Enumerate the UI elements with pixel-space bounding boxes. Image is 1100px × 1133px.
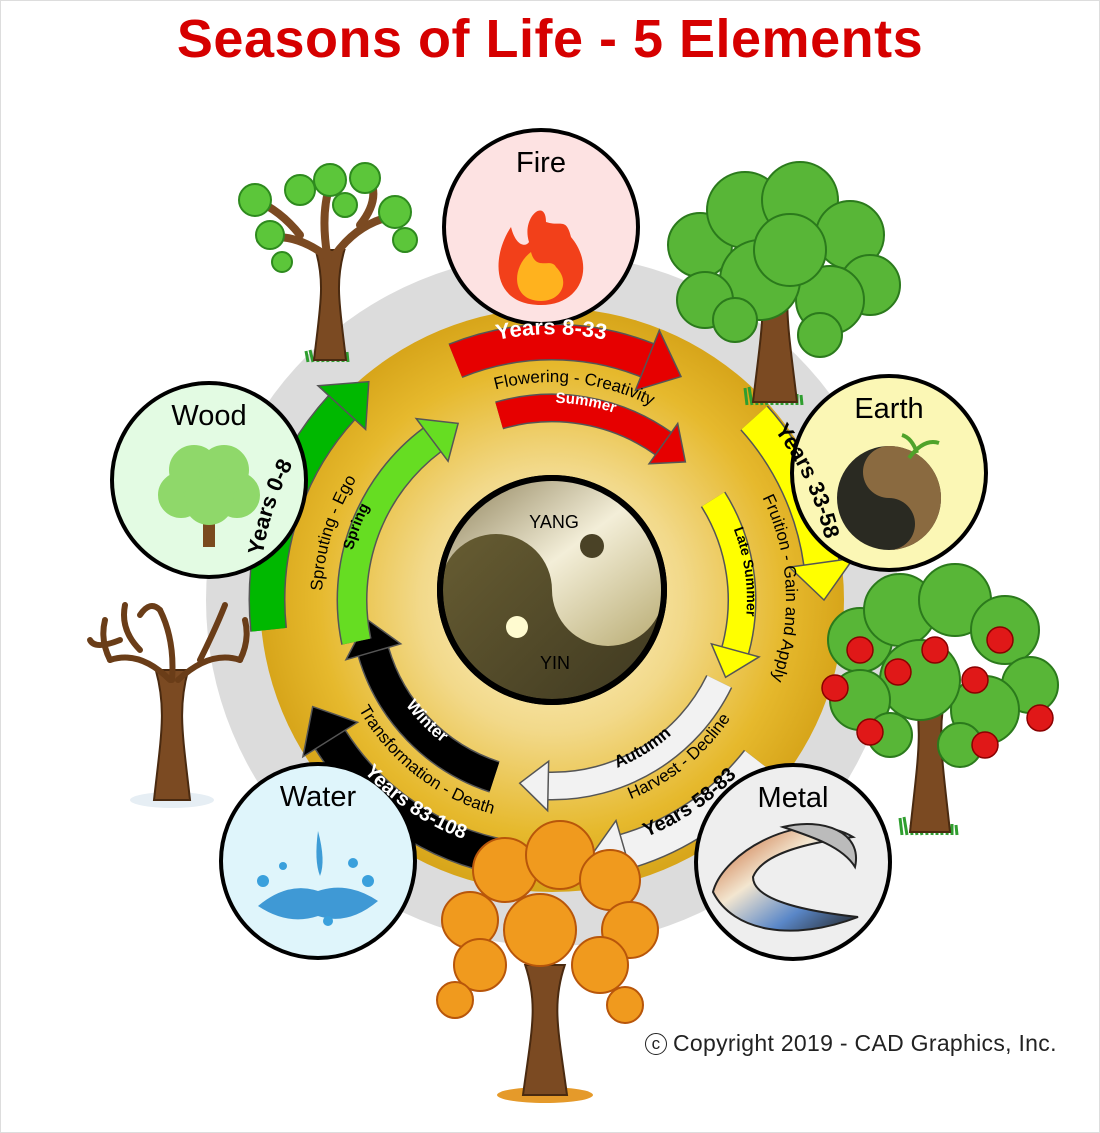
apple-icon — [961, 666, 989, 694]
years-0-8-arrow-label-path: Years 0-8 — [243, 455, 297, 556]
late-summer-arrow-label: Late Summer — [731, 525, 760, 618]
yin-label: YIN — [540, 653, 570, 673]
years-0-8-arrow — [248, 380, 370, 632]
flame-icon — [498, 210, 584, 305]
apple-icon — [846, 636, 874, 664]
winter-arrow-label-path: Winter — [402, 696, 452, 746]
phase-label-fruition-path: Fruition - Gain and Apply — [759, 491, 801, 685]
copyright-notice: c Copyright 2019 - CAD Graphics, Inc. — [645, 1030, 1057, 1057]
soil-ball-icon — [837, 433, 941, 550]
winter-arrow — [344, 618, 500, 793]
element-metal: Metal — [694, 763, 892, 961]
late-summer-arrow-head — [710, 642, 761, 679]
apple-icon — [856, 718, 884, 746]
element-label: Fire — [516, 147, 566, 179]
years-8-33-arrow-label: Years 8-33 — [494, 314, 610, 345]
element-label: Wood — [171, 400, 246, 432]
apple-icon — [986, 626, 1014, 654]
water-splash-icon — [257, 831, 378, 926]
element-label: Earth — [854, 393, 923, 425]
summer-arrow — [495, 393, 687, 465]
copyright-text: Copyright 2019 - CAD Graphics, Inc. — [673, 1030, 1057, 1056]
yang-label: YANG — [529, 512, 579, 532]
winter-arrow-head — [344, 618, 403, 661]
apple-icon — [1026, 704, 1054, 732]
apple-icon — [921, 636, 949, 664]
yin-dot — [506, 616, 528, 638]
copyright-symbol: c — [645, 1032, 667, 1055]
spring-young-tree — [238, 162, 418, 363]
autumn-arrow-head — [518, 759, 550, 813]
tree-icon — [158, 445, 260, 547]
spring-arrow — [336, 417, 460, 645]
years-0-8-arrow-head — [316, 380, 370, 431]
element-fire: Fire — [442, 128, 640, 326]
winter-arrow-label: Winter — [402, 696, 452, 746]
apple-icon — [821, 674, 849, 702]
autumn-orange-tree — [436, 820, 659, 1103]
years-58-83-arrow-head — [587, 818, 636, 885]
summer-arrow-head — [647, 421, 687, 465]
fruit-apple-tree — [821, 563, 1059, 836]
years-0-8-arrow-label: Years 0-8 — [243, 455, 297, 556]
summer-full-tree — [667, 161, 901, 406]
phase-label-fruition: Fruition - Gain and Apply — [759, 491, 801, 685]
yang-dot — [580, 534, 604, 558]
element-label: Water — [280, 781, 357, 813]
diagram-title: Seasons of Life - 5 Elements — [176, 9, 924, 69]
apple-icon — [971, 731, 999, 759]
spring-arrow-head — [414, 417, 460, 463]
element-label: Metal — [758, 782, 829, 814]
metal-swirl-icon — [711, 822, 859, 932]
years-8-33-arrow-head — [634, 328, 683, 392]
yin-yang-symbol: YANG YIN — [437, 475, 667, 705]
years-83-108-arrow-head — [301, 705, 360, 759]
apple-icon — [884, 658, 912, 686]
years-8-33-arrow-label-path: Years 8-33 — [494, 314, 610, 345]
winter-bare-tree — [87, 602, 250, 808]
late-summer-arrow-label-path: Late Summer — [731, 525, 760, 618]
